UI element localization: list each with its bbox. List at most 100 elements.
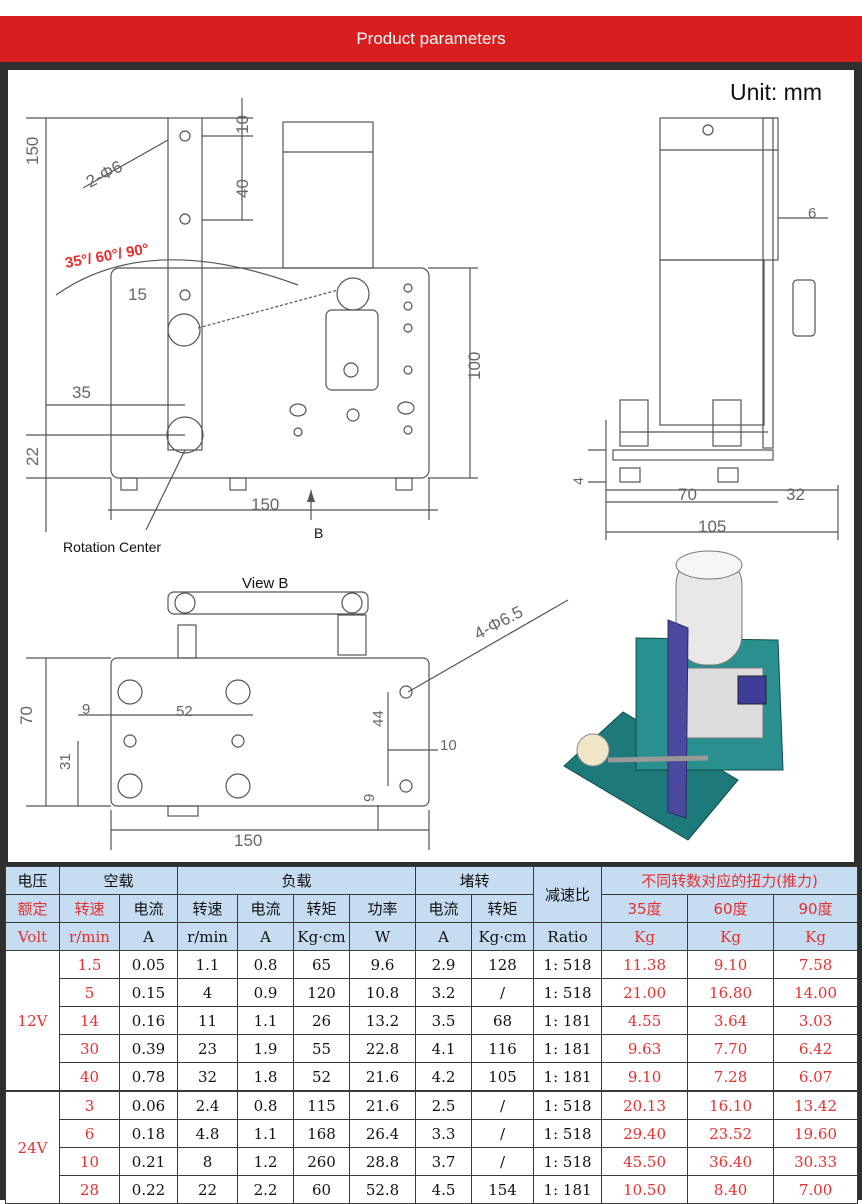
- h-ratio: 减速比: [533, 866, 603, 923]
- h-stall: 堵转: [415, 866, 535, 895]
- table-cell: 4.5: [415, 1175, 473, 1204]
- u-ratio: Ratio: [533, 922, 603, 951]
- table-cell: 1: 518: [533, 1090, 603, 1120]
- table-cell: 1: 518: [533, 1119, 603, 1148]
- table-cell: 105: [471, 1062, 535, 1092]
- table-cell: 55: [293, 1034, 351, 1063]
- table-cell: 19.60: [773, 1119, 859, 1148]
- dim-15: 15: [128, 285, 147, 304]
- table-cell: 1.1: [237, 1006, 295, 1035]
- dim-h150: 150: [23, 137, 42, 165]
- table-cell: 29.40: [601, 1119, 689, 1148]
- table-cell: 1: 518: [533, 978, 603, 1007]
- table-cell: 1: 518: [533, 1147, 603, 1176]
- table-cell: 8.40: [687, 1175, 775, 1204]
- table-cell: 68: [471, 1006, 535, 1035]
- dim-b9: 9: [82, 701, 90, 718]
- table-cell: 5: [59, 978, 120, 1007]
- table-cell: 4.8: [177, 1119, 239, 1148]
- table-cell: 1: 181: [533, 1006, 603, 1035]
- table-cell: 65: [293, 950, 351, 979]
- table-cell: 7.70: [687, 1034, 775, 1063]
- table-cell: 9.6: [349, 950, 417, 979]
- dim-100: 100: [465, 352, 484, 380]
- table-cell: 0.06: [118, 1090, 179, 1120]
- h-35: 35度: [601, 894, 689, 923]
- table-cell: 11: [177, 1006, 239, 1035]
- table-cell: 1: 181: [533, 1175, 603, 1204]
- dim-b52: 52: [176, 703, 193, 720]
- top-strip: [0, 0, 862, 16]
- table-cell: 16.10: [687, 1090, 775, 1120]
- viewb-plate: [110, 657, 430, 807]
- table-cell: 4.55: [601, 1006, 689, 1035]
- table-cell: 116: [471, 1034, 535, 1063]
- table-cell: 13.42: [773, 1090, 859, 1120]
- table-cell: 45.50: [601, 1147, 689, 1176]
- front-plate: [110, 267, 430, 479]
- h-rated: 额定: [5, 894, 60, 923]
- table-cell: 9.63: [601, 1034, 689, 1063]
- h-power: 功率: [349, 894, 417, 923]
- h-noload: 空载: [58, 866, 179, 895]
- table-cell: 4: [177, 978, 239, 1007]
- h-lspeed: 转速: [177, 894, 239, 923]
- table-cell: 168: [293, 1119, 351, 1148]
- table-cell: 9.10: [687, 950, 775, 979]
- table-cell: 28.8: [349, 1147, 417, 1176]
- h-current: 电流: [118, 894, 179, 923]
- table-cell: 1: 181: [533, 1062, 603, 1092]
- table-cell: 23.52: [687, 1119, 775, 1148]
- u-kgcm2: Kg·cm: [471, 922, 535, 951]
- table-cell: 40: [59, 1062, 120, 1092]
- dim-6: 6: [808, 205, 816, 222]
- dim-70: 70: [678, 485, 697, 504]
- dim-w150: 150: [251, 495, 279, 514]
- table-cell: 23: [177, 1034, 239, 1063]
- table-cell: 2.5: [415, 1090, 473, 1120]
- u-kg2: Kg: [687, 922, 775, 951]
- u-w: W: [349, 922, 417, 951]
- table-cell: 7.28: [687, 1062, 775, 1092]
- table-cell: 13.2: [349, 1006, 417, 1035]
- table-cell: 0.8: [237, 950, 295, 979]
- table-cell: 120: [293, 978, 351, 1007]
- table-cell: 21.6: [349, 1090, 417, 1120]
- table-cell: 1.5: [59, 950, 120, 979]
- table-cell: 0.18: [118, 1119, 179, 1148]
- table-cell: 6: [59, 1119, 120, 1148]
- table-cell: 10: [59, 1147, 120, 1176]
- table-cell: 1.1: [237, 1119, 295, 1148]
- unit-label: Unit: mm: [730, 79, 822, 105]
- table-cell: 0.15: [118, 978, 179, 1007]
- u-volt: Volt: [5, 922, 60, 951]
- table-cell: 16.80: [687, 978, 775, 1007]
- table-cell: 60: [293, 1175, 351, 1204]
- table-cell: 10.50: [601, 1175, 689, 1204]
- table-cell: 28: [59, 1175, 120, 1204]
- table-cell: 6.42: [773, 1034, 859, 1063]
- table-cell: 7.58: [773, 950, 859, 979]
- rotation-center-label: Rotation Center: [63, 539, 161, 555]
- table-cell: 154: [471, 1175, 535, 1204]
- u-a: A: [118, 922, 179, 951]
- table-cell: 1.1: [177, 950, 239, 979]
- u-rmin2: r/min: [177, 922, 239, 951]
- table-cell: 128: [471, 950, 535, 979]
- table-cell: 52: [293, 1062, 351, 1092]
- u-a3: A: [415, 922, 473, 951]
- u-kg1: Kg: [601, 922, 689, 951]
- table-cell: 26.4: [349, 1119, 417, 1148]
- table-cell: 260: [293, 1147, 351, 1176]
- table-cell: 0.8: [237, 1090, 295, 1120]
- h-speed: 转速: [59, 894, 120, 923]
- table-cell: 52.8: [349, 1175, 417, 1204]
- front-arm: [167, 117, 203, 451]
- dim-105: 105: [698, 517, 726, 536]
- table-cell: 0.9: [237, 978, 295, 1007]
- table-cell: 3.3: [415, 1119, 473, 1148]
- side-plate: [762, 117, 774, 449]
